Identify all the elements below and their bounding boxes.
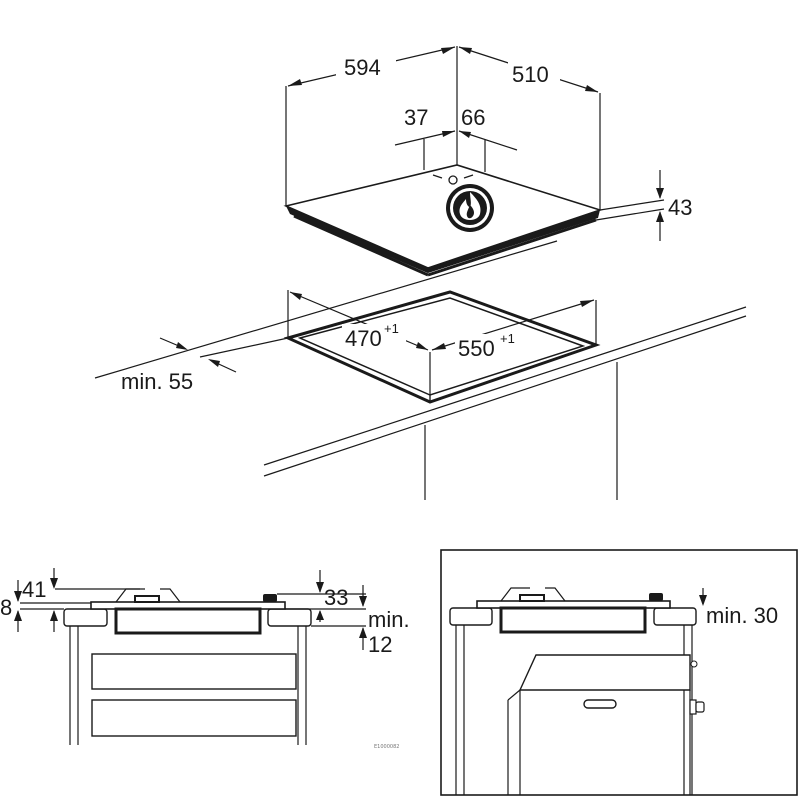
hob-front-edge-right [428, 210, 600, 273]
cutout-width-label: 550 [458, 336, 495, 361]
depth-label: 510 [512, 62, 549, 87]
control-knob [649, 593, 663, 601]
oven-top [518, 654, 691, 691]
worktop-front-edge-lower [263, 315, 747, 477]
oven-door-edge [507, 689, 521, 701]
burner-mark [448, 175, 458, 185]
cutout-depth-tolerance: +1 [384, 321, 399, 336]
arrow-head [316, 610, 324, 620]
arrow-head [580, 300, 594, 307]
offset-right-label: 66 [461, 105, 485, 130]
worktop-left [63, 608, 108, 627]
arrow-head [316, 582, 324, 593]
label-bg [342, 324, 406, 350]
arrow-head [416, 342, 428, 350]
front-clearance-label: min. 55 [121, 369, 193, 394]
arrow-head [50, 610, 58, 621]
control-knob [263, 594, 277, 602]
hob-body [114, 607, 262, 635]
arrow-head [14, 591, 22, 602]
height-ref-line [599, 199, 665, 211]
label-bg [455, 334, 525, 360]
width-label: 594 [344, 55, 381, 80]
arrow-head [208, 359, 220, 367]
oven-fixing [689, 699, 697, 715]
arrow-head [359, 596, 367, 607]
oven-clearance-label: min. 30 [706, 603, 778, 628]
arrow-head [50, 578, 58, 589]
drawer [91, 699, 297, 737]
hob-body [499, 606, 647, 634]
arrow-head [176, 342, 188, 350]
cutout-width-tolerance: +1 [500, 331, 515, 346]
hob-top-surface [283, 164, 603, 269]
burner-cap [519, 594, 545, 602]
arrow-head [432, 343, 446, 350]
section-drawers: 41 8 33 min. 12 [0, 568, 410, 745]
worktop-right [653, 607, 697, 626]
arrow-head [459, 131, 471, 138]
burner-height-label: 41 [22, 577, 46, 602]
arrow-head [656, 188, 664, 199]
hob-base-line [427, 218, 597, 277]
hob-perspective: 594 510 37 66 [283, 46, 692, 277]
knob-height-label: 33 [324, 585, 348, 610]
arrow-head [441, 47, 455, 54]
arrow-head [459, 47, 472, 54]
label-bg [508, 60, 560, 88]
arrow-head [288, 79, 302, 86]
hob-base-line [293, 214, 429, 277]
label-bg [336, 53, 396, 81]
arrow-head [442, 131, 455, 137]
cutout-depth-label: 470 [345, 326, 382, 351]
drawer [91, 653, 297, 690]
worktop-front-edge [263, 306, 747, 466]
drawing-code: E1000082 [374, 744, 399, 750]
arrow-head [14, 610, 22, 621]
height-label: 43 [668, 195, 692, 220]
worktop-right [267, 608, 312, 627]
worktop-cutout: 470 +1 550 +1 min. 55 [94, 240, 747, 500]
burner-mark [432, 174, 443, 179]
oven-handle [583, 699, 617, 709]
cutout-inner [297, 297, 586, 396]
section-oven: min. 30 [440, 549, 798, 796]
worktop-back-edge [94, 240, 558, 379]
burner-mark [463, 174, 474, 179]
arrow-head [656, 211, 664, 222]
oven-fixing-point [690, 660, 698, 668]
min-value-label: 12 [368, 632, 392, 657]
gas-flame-icon [446, 184, 494, 232]
arrow-head [585, 85, 598, 92]
oven-fixing-screw [695, 701, 705, 713]
worktop-left [449, 607, 493, 626]
arrow-head [699, 595, 707, 606]
height-ref-line [595, 208, 665, 221]
detail-frame [440, 549, 798, 796]
min-label: min. [368, 607, 410, 632]
front-clearance-ref [199, 337, 289, 358]
offset-left-label: 37 [404, 105, 428, 130]
burner-cap [134, 595, 160, 603]
plate-height-label: 8 [0, 595, 12, 620]
arrow-head [359, 627, 367, 638]
arrow-head [290, 292, 302, 300]
